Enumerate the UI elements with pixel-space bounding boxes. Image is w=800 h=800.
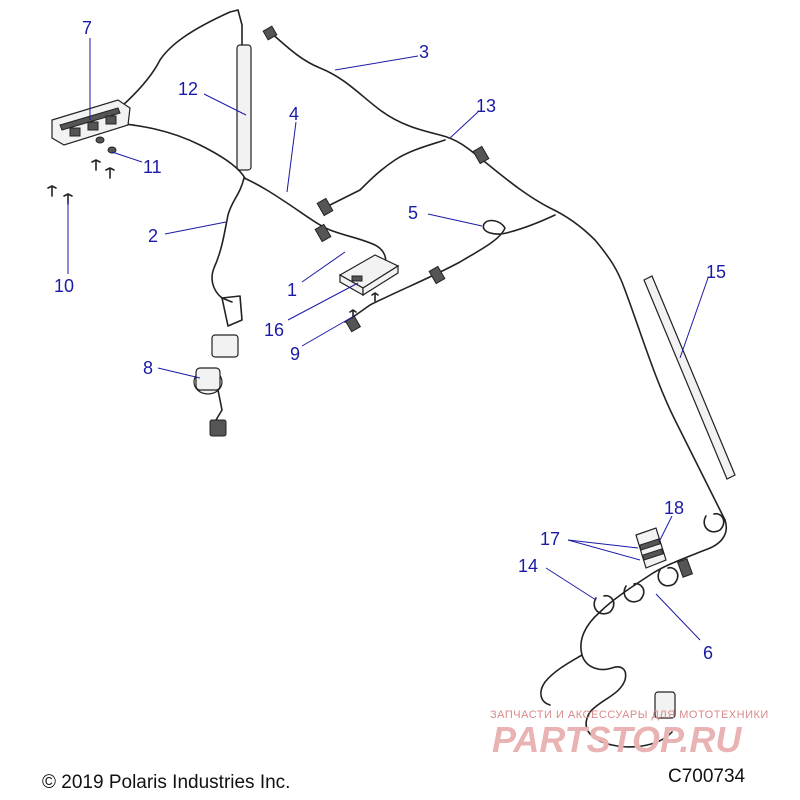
callout-2: 2 [148,226,158,246]
callout-17: 17 [540,529,560,549]
callout-8: 8 [143,358,153,378]
watermark-tagline: ЗАПЧАСТИ И АКСЕССУАРЫ ДЛЯ МОТОТЕХНИКИ [490,709,769,721]
callout-13: 13 [476,96,496,116]
callout-16: 16 [264,320,284,340]
copyright-text: © 2019 Polaris Industries Inc. [42,772,290,793]
connector-block-7 [51,99,131,146]
callout-15: 15 [706,262,726,282]
actuator-8 [193,295,243,437]
callout-7: 7 [82,18,92,38]
bracket-18 [635,527,667,569]
callout-5: 5 [408,203,418,223]
callout-12: 12 [178,79,198,99]
callout-9: 9 [290,344,300,364]
watermark: ЗАПЧАСТИ И АКСЕССУАРЫ ДЛЯ МОТОТЕХНИКИ PA… [490,709,769,760]
callout-1: 1 [287,280,297,300]
end-connector [654,691,676,719]
callout-11: 11 [143,157,162,177]
callout-3: 3 [419,42,429,62]
callout-14: 14 [518,556,538,576]
harness-lines [107,9,727,748]
harness-tube-12 [236,44,252,171]
callout-18: 18 [664,498,684,518]
module-16 [338,254,400,297]
callout-numbers: 7 12 4 3 13 11 5 2 10 1 16 9 8 15 18 17 … [54,18,726,663]
inline-connectors [262,25,490,333]
seal-strip-15 [643,275,736,480]
callout-4: 4 [289,104,299,124]
callout-6: 6 [703,643,713,663]
screws-10 [47,159,115,205]
callout-10: 10 [54,276,74,296]
screws-9 [349,292,379,319]
watermark-brand: PARTSTOP.RU [492,719,742,760]
leader-lines [67,38,709,641]
diagram-code: C700734 [668,766,746,787]
loop-clips-14 [593,512,725,615]
grommets-11 [95,136,117,154]
